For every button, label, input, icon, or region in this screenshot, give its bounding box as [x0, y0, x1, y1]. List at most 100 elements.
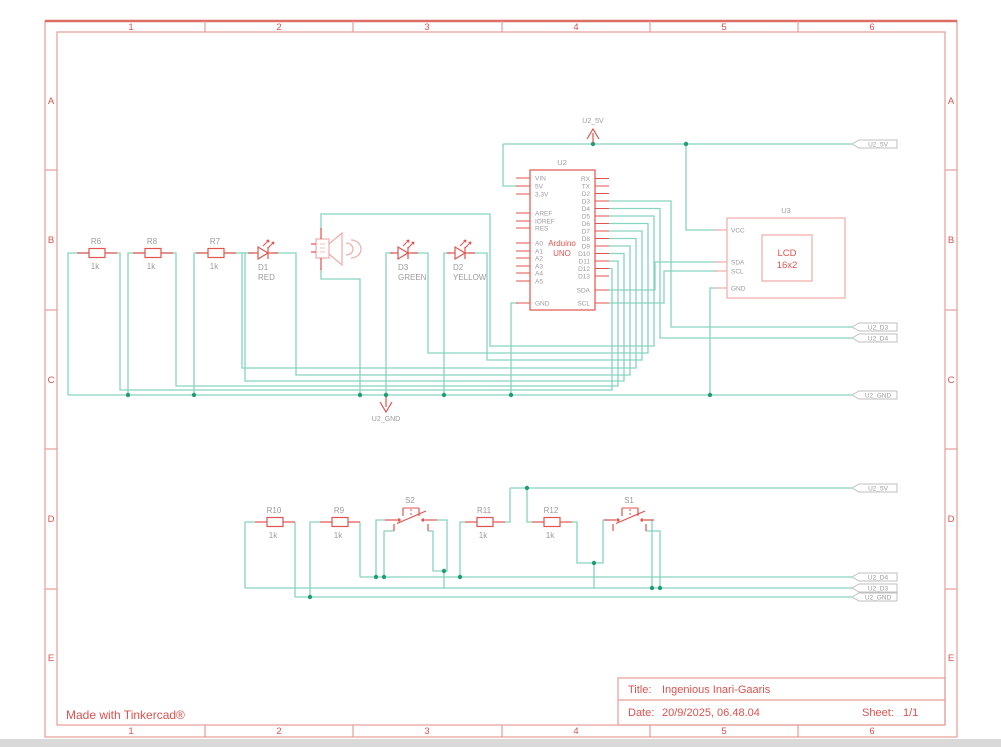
arduino-right-pin-labels: RX TX D2 D3 D4 D5 D6 D7 D8 D9 D10 D11 D1…: [577, 176, 591, 308]
component-speaker[interactable]: [311, 228, 362, 270]
svg-text:SDA: SDA: [577, 288, 591, 295]
svg-text:AREF: AREF: [535, 211, 552, 218]
svg-text:R8: R8: [147, 237, 158, 246]
component-arduino-uno[interactable]: U2 Arduino UNO VIN 5V 3.3V: [516, 158, 609, 311]
svg-text:D2: D2: [453, 263, 464, 272]
svg-text:RES: RES: [535, 226, 549, 233]
svg-text:D9: D9: [582, 244, 591, 251]
row-label: A: [48, 96, 55, 107]
net-tag[interactable]: U2_D4: [850, 333, 898, 343]
led-emission-arrows: [402, 239, 415, 249]
svg-text:A1: A1: [535, 249, 543, 256]
lcd-pin-labels: VCC SDA SCL GND: [731, 228, 746, 293]
svg-text:D3: D3: [398, 263, 409, 272]
net-tag[interactable]: U2_GND: [850, 592, 898, 602]
svg-text:S1: S1: [624, 496, 634, 505]
svg-text:D5: D5: [582, 214, 591, 221]
sheet-number: 1/1: [903, 707, 918, 719]
component-resistor-r8[interactable]: R8 1k: [133, 237, 173, 271]
svg-text:D11: D11: [579, 259, 591, 266]
component-led-d1[interactable]: D1 RED: [248, 239, 278, 282]
component-resistor-r7[interactable]: R7 1k: [196, 237, 236, 271]
date-label: Date:: [628, 707, 654, 719]
component-led-d3[interactable]: D3 GREEN: [390, 239, 427, 282]
power-flag-label: U2_GND: [372, 416, 400, 423]
svg-text:YELLOW: YELLOW: [453, 273, 487, 282]
svg-text:VIN: VIN: [535, 176, 546, 183]
svg-text:R11: R11: [477, 506, 492, 515]
col-label: 5: [721, 22, 726, 33]
net-tag[interactable]: U2_5V: [850, 139, 898, 149]
svg-text:SCL: SCL: [577, 301, 590, 308]
col-label: 4: [573, 726, 578, 737]
component-switch-s2[interactable]: S2: [385, 496, 437, 531]
col-label: 3: [424, 726, 429, 737]
svg-text:D7: D7: [582, 229, 591, 236]
svg-text:1k: 1k: [269, 531, 278, 540]
component-ref: U3: [781, 206, 791, 215]
svg-text:A3: A3: [535, 264, 543, 271]
svg-text:GND: GND: [535, 301, 550, 308]
schematic-wires-bottom[interactable]: [244, 487, 852, 598]
net-tag[interactable]: U2_D3: [850, 583, 898, 593]
row-label: A: [948, 96, 955, 107]
title-block: Title: Ingenious Inari-Gaaris Date: 20/9…: [617, 677, 946, 726]
svg-text:3.3V: 3.3V: [535, 192, 549, 199]
net-tag[interactable]: U2_GND: [850, 390, 898, 400]
component-name: LCD: [777, 248, 796, 259]
component-resistor-r6[interactable]: R6 1k: [77, 237, 117, 271]
page-edge: [0, 739, 1001, 747]
svg-text:R7: R7: [210, 237, 221, 246]
component-resistor-r10[interactable]: R10 1k: [255, 506, 295, 540]
component-led-d2[interactable]: D2 YELLOW: [447, 239, 487, 282]
svg-text:D12: D12: [578, 266, 590, 273]
net-tag[interactable]: U2_5V: [850, 483, 898, 493]
title-label: Title:: [628, 684, 651, 696]
row-label: E: [948, 653, 954, 664]
speaker-terminals: [311, 228, 322, 270]
svg-text:VCC: VCC: [731, 228, 745, 235]
speaker-inner-marking: [320, 243, 325, 253]
svg-text:R12: R12: [544, 506, 559, 515]
col-label: 2: [276, 726, 281, 737]
component-switch-s1[interactable]: S1: [604, 496, 654, 531]
svg-text:A4: A4: [535, 271, 543, 278]
component-resistor-r9[interactable]: R9 1k: [320, 506, 360, 540]
power-flag-gnd[interactable]: U2_GND: [372, 397, 400, 423]
component-name: Arduino: [548, 239, 576, 248]
sheet-label: Sheet:: [862, 707, 894, 719]
svg-text:U2_D4: U2_D4: [868, 575, 889, 582]
svg-text:1k: 1k: [147, 262, 156, 271]
svg-text:1k: 1k: [91, 262, 100, 271]
svg-text:D2: D2: [582, 191, 591, 198]
tinkercad-credit: Made with Tinkercad®: [66, 708, 185, 722]
svg-text:A2: A2: [535, 256, 543, 263]
row-label: D: [48, 514, 55, 525]
svg-text:R10: R10: [267, 506, 282, 515]
component-ref: U2: [557, 158, 567, 167]
power-flag-label: U2_5V: [582, 118, 604, 125]
arduino-left-pin-stubs: [516, 177, 530, 304]
wire-junctions: [125, 141, 713, 600]
col-label: 6: [869, 22, 874, 33]
row-label: B: [48, 235, 54, 246]
svg-text:5V: 5V: [535, 184, 544, 191]
col-label: 2: [276, 22, 281, 33]
svg-text:A5: A5: [535, 279, 543, 286]
sheet-date: 20/9/2025, 06.48.04: [662, 707, 760, 719]
svg-text:D8: D8: [582, 236, 591, 243]
row-label: E: [48, 653, 54, 664]
net-tag[interactable]: U2_D4: [850, 572, 898, 582]
col-label: 4: [573, 22, 578, 33]
svg-text:U2_GND: U2_GND: [865, 595, 892, 602]
component-resistor-r11[interactable]: R11 1k: [465, 506, 505, 540]
svg-text:A0: A0: [535, 241, 543, 248]
col-label: 3: [424, 22, 429, 33]
component-resistor-r12[interactable]: R12 1k: [532, 506, 572, 540]
net-tag[interactable]: U2_D3: [850, 322, 898, 332]
svg-text:1k: 1k: [334, 531, 343, 540]
power-flag-5v[interactable]: U2_5V: [582, 118, 604, 143]
led-emission-arrows: [262, 239, 275, 249]
component-lcd[interactable]: U3 LCD 16x2 VCC SDA SCL GND: [715, 206, 846, 299]
